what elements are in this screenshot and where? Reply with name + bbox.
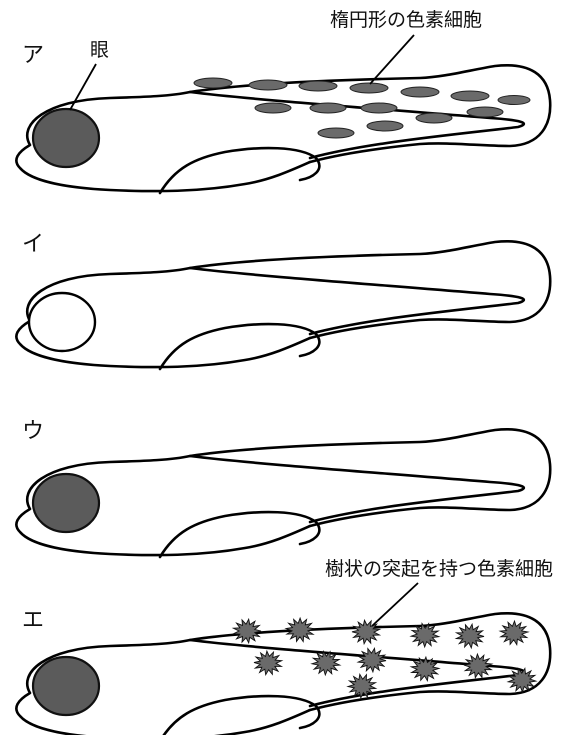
panel-label: イ — [22, 232, 44, 257]
panel-a: ア 眼 楕円形の色素細胞 — [16, 9, 550, 193]
pigment-cell — [194, 78, 232, 88]
pigment-cell — [249, 80, 287, 90]
dendritic-cell-label: 樹状の突起を持つ色素細胞 — [325, 558, 553, 580]
pigment-cell — [401, 87, 439, 97]
eye-icon — [33, 657, 99, 715]
pigment-cell — [350, 83, 388, 93]
ellipse-cell-pointer — [370, 35, 414, 84]
pigment-cell — [498, 96, 530, 105]
pigment-cell — [318, 128, 354, 138]
eye-icon — [29, 293, 95, 351]
panel-b: イ — [16, 232, 550, 369]
panel-label: ア — [22, 43, 44, 68]
pigment-cell — [416, 113, 452, 123]
panel-label: エ — [22, 608, 44, 633]
pigment-cell — [255, 103, 291, 113]
pigment-cell — [451, 91, 489, 101]
pigment-cell — [299, 81, 337, 91]
larva-outline — [16, 241, 550, 369]
pigment-cell — [310, 103, 346, 113]
pigment-cell — [467, 107, 503, 117]
eye-label: 眼 — [90, 39, 109, 61]
dendritic-cell-pointer — [372, 583, 418, 626]
panel-c: ウ — [16, 419, 550, 557]
eye-icon — [33, 109, 99, 167]
ellipse-cell-label: 楕円形の色素細胞 — [330, 9, 482, 31]
panel-label: ウ — [22, 419, 44, 444]
panel-d: エ 樹状の突起を持つ色素細胞 — [16, 558, 553, 735]
eye-icon — [33, 474, 99, 532]
pigment-cell — [367, 121, 403, 131]
pigment-cell — [361, 103, 397, 113]
